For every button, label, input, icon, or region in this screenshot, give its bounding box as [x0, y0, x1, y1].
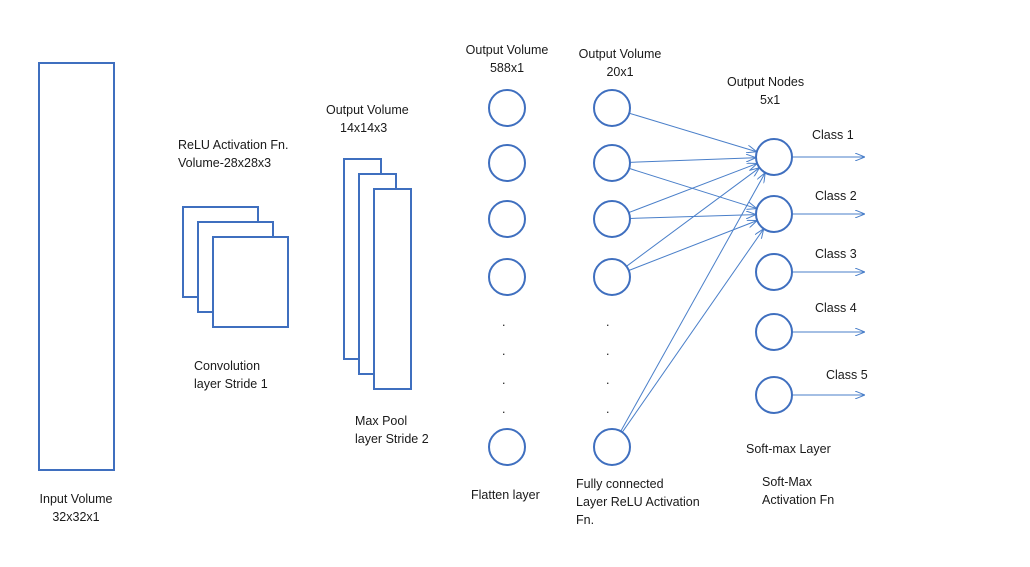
fc-output-volume-label: Output Volume [578, 47, 662, 61]
fc-node-4 [593, 258, 631, 296]
fc-node-5 [593, 428, 631, 466]
input-volume-box [38, 62, 115, 471]
convolution-stride-label: layer Stride 1 [194, 377, 268, 391]
flatten-node-4 [488, 258, 526, 296]
fc-node-3 [593, 200, 631, 238]
flatten-node-3 [488, 200, 526, 238]
softmax-layer-label: Soft-max Layer [746, 442, 831, 456]
flatten-node-1 [488, 89, 526, 127]
connection-arrow-8 [620, 174, 765, 432]
fc-ellipsis-dot-3: . [606, 373, 610, 387]
connection-arrow-5 [629, 215, 755, 219]
fc-layer-label-line3: Fn. [576, 513, 595, 527]
output-layer-nodes [755, 138, 793, 414]
input-volume-label: Input Volume [39, 492, 113, 506]
output-nodes-label: Output Nodes [727, 75, 805, 89]
output-nodes-dims: 5x1 [760, 93, 781, 107]
fc-node-1 [593, 89, 631, 127]
pool-map-3 [373, 188, 412, 390]
input-volume-dims: 32x32x1 [52, 510, 100, 524]
flatten-layer-label: Flatten layer [471, 488, 540, 502]
class-label-1: Class 1 [812, 128, 854, 142]
class-label-4: Class 4 [815, 301, 857, 315]
class-label-3: Class 3 [815, 247, 857, 261]
output-node-1 [755, 138, 793, 176]
output-node-5 [755, 376, 793, 414]
convolution-layer-label: Convolution [194, 359, 261, 373]
class-label-5: Class 5 [826, 368, 868, 382]
conv-map-3 [212, 236, 289, 328]
relu-activation-label: ReLU Activation Fn. [178, 138, 289, 152]
fc-ellipsis-dot-4: . [606, 402, 610, 416]
class-label-2: Class 2 [815, 189, 857, 203]
fc-layer-label-line1: Fully connected [576, 477, 664, 491]
fc-ellipsis-dot-1: . [606, 315, 610, 329]
flatten-ellipsis-dot-2: . [502, 344, 506, 358]
connection-arrow-9 [621, 230, 763, 433]
flatten-ellipsis-dot-3: . [502, 373, 506, 387]
connection-arrow-4 [628, 164, 756, 214]
fc-node-2 [593, 144, 631, 182]
maxpool-feature-maps [343, 158, 412, 390]
connection-arrow-2 [629, 158, 755, 163]
fc-layer-label-line2: Layer ReLU Activation [576, 495, 700, 509]
pool-output-dims: 14x14x3 [340, 121, 388, 135]
output-node-3 [755, 253, 793, 291]
fc-to-output-connections [620, 112, 765, 433]
flatten-node-5 [488, 428, 526, 466]
connection-arrow-6 [626, 168, 758, 267]
softmax-activation-label-line2: Activation Fn [762, 493, 835, 507]
flatten-ellipsis-dot-4: . [502, 402, 506, 416]
connection-arrow-7 [628, 221, 757, 271]
softmax-activation-label-line1: Soft-Max [762, 475, 813, 489]
fc-output-dims: 20x1 [606, 65, 634, 79]
connection-arrow-1 [629, 112, 756, 151]
maxpool-layer-label: Max Pool [355, 414, 408, 428]
flatten-ellipsis-dot-1: . [502, 315, 506, 329]
maxpool-stride-label: layer Stride 2 [355, 432, 429, 446]
flatten-node-2 [488, 144, 526, 182]
pool-output-volume-label: Output Volume [326, 103, 409, 117]
relu-volume-label: Volume-28x28x3 [178, 156, 272, 170]
flatten-output-dims: 588x1 [489, 61, 525, 75]
fully-connected-layer-nodes [593, 89, 631, 466]
fc-ellipsis-dot-2: . [606, 344, 610, 358]
flatten-layer-nodes [488, 89, 526, 466]
flatten-output-volume-label: Output Volume [465, 43, 549, 57]
output-node-2 [755, 195, 793, 233]
class-output-arrows [792, 157, 864, 395]
output-node-4 [755, 313, 793, 351]
convolution-feature-maps [182, 206, 289, 328]
